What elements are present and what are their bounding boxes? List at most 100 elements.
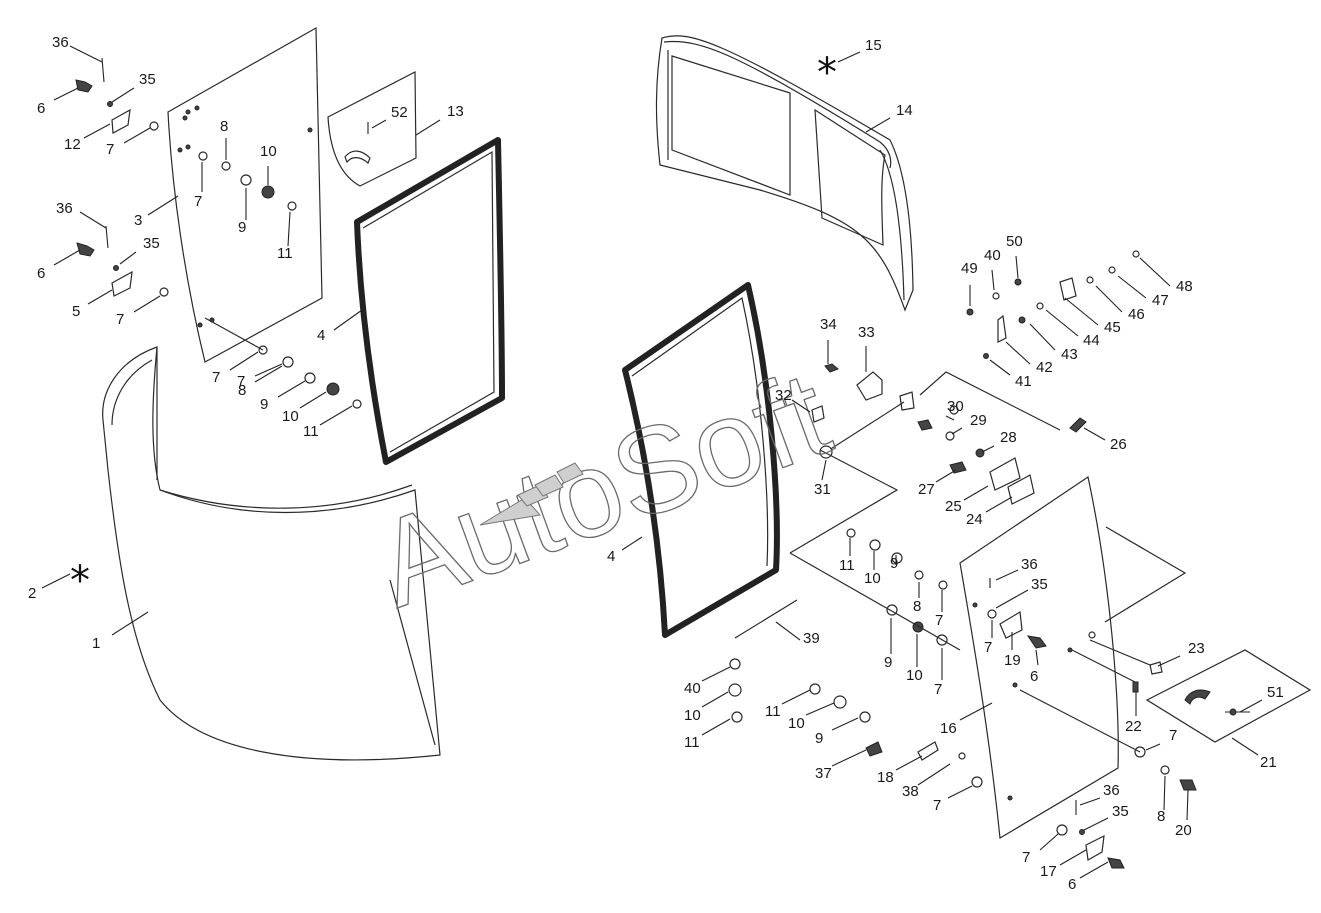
callout-label: 10 (260, 143, 277, 160)
callout-label: 7 (116, 311, 124, 328)
callout-label: 44 (1083, 332, 1100, 349)
watermark: AutoSoft (358, 344, 846, 633)
curved-rear-panel (102, 346, 441, 761)
callout-label: 10 (864, 570, 881, 587)
leader-line (1117, 275, 1147, 299)
callout-label: 7 (194, 193, 202, 210)
callout-label: 10 (788, 715, 805, 732)
leader-line (1064, 297, 1099, 326)
leader-line (963, 485, 989, 501)
leader-line (1083, 427, 1106, 441)
leader-line (805, 702, 835, 716)
leader-line (621, 536, 643, 551)
assembly-guide-lines (204, 317, 1187, 753)
leader-line (951, 427, 963, 435)
callout-label: 23 (1188, 640, 1205, 657)
callout-label: 13 (447, 103, 464, 120)
leader-line (1079, 861, 1109, 879)
callout-label: 3 (134, 212, 142, 229)
callout-label: 35 (143, 235, 160, 252)
leader-line (981, 445, 995, 453)
callout-labels: 1234456666777777777778888999991010101010… (28, 34, 1284, 893)
callout-label: 45 (1104, 319, 1121, 336)
leader-line (133, 295, 161, 313)
leader-line (995, 589, 1029, 609)
callout-label: 11 (765, 703, 781, 720)
leader-line (333, 309, 363, 331)
watermark-text: AutoSoft (359, 345, 845, 633)
leader-line (1145, 743, 1161, 751)
leader-line (69, 45, 103, 63)
callout-label: 19 (1004, 652, 1021, 669)
callout-label: 8 (238, 382, 246, 399)
leader-line (865, 117, 891, 133)
left-door-panel (167, 26, 323, 363)
callout-label: 7 (106, 141, 114, 158)
leader-line (701, 666, 731, 682)
callout-label: 35 (139, 71, 156, 88)
callout-label: 6 (1068, 876, 1076, 893)
leader-line (254, 363, 283, 377)
leader-line (147, 195, 179, 216)
callout-label: 36 (56, 200, 73, 217)
leader-line (959, 702, 993, 721)
leader-line (1059, 849, 1087, 866)
leader-line (1079, 797, 1101, 806)
callout-label: 7 (237, 373, 245, 390)
callout-leaders (41, 45, 1263, 879)
callout-label: 9 (815, 730, 823, 747)
leader-line (87, 289, 113, 305)
leader-line (1231, 737, 1259, 756)
callout-label: 42 (1036, 359, 1053, 376)
callout-label: 39 (803, 630, 820, 647)
handle-plate (1145, 649, 1312, 743)
callout-label: 20 (1175, 822, 1192, 839)
leader-line (1157, 655, 1181, 667)
leader-line (111, 87, 135, 103)
callout-label: 36 (1021, 556, 1038, 573)
leader-line (985, 496, 1013, 513)
leader-line (277, 380, 306, 398)
callout-label: 6 (1030, 668, 1038, 685)
leader-line (41, 573, 71, 589)
callout-label: 11 (839, 557, 855, 574)
callout-label: 32 (775, 387, 792, 404)
callout-label: 2 (28, 585, 36, 602)
callout-label: 16 (940, 720, 957, 737)
leader-line (371, 119, 387, 129)
callout-label: 48 (1176, 278, 1193, 295)
callout-label: 10 (684, 707, 701, 724)
leader-line (991, 269, 995, 291)
leader-line (299, 391, 327, 409)
callout-label: 7 (212, 369, 220, 386)
leader-line (1186, 789, 1189, 821)
leader-line (287, 211, 291, 247)
callout-label: 10 (906, 667, 923, 684)
leader-line (831, 717, 859, 731)
leader-line (821, 459, 827, 481)
leader-line (895, 755, 923, 771)
leader-line (831, 749, 867, 767)
callout-label: 51 (1267, 684, 1284, 701)
callout-label: 1 (92, 635, 100, 652)
callout-label: 52 (391, 104, 408, 121)
leader-line (1015, 255, 1019, 279)
callout-label: 7 (934, 681, 942, 698)
leader-line (53, 249, 81, 266)
callout-label: 14 (896, 102, 913, 119)
callout-label: 36 (1103, 782, 1120, 799)
door-seal-right (622, 282, 780, 638)
callout-label: 41 (1015, 373, 1032, 390)
callout-label: 40 (684, 680, 701, 697)
leader-line (1163, 775, 1166, 811)
small-hardware (75, 57, 1197, 869)
leader-line (319, 405, 353, 426)
callout-label: 37 (815, 765, 832, 782)
callout-label: 8 (220, 118, 228, 135)
callout-label: 7 (1022, 849, 1030, 866)
callout-label: 5 (72, 303, 80, 320)
callout-label: 7 (933, 797, 941, 814)
callout-label: 34 (820, 316, 837, 333)
leader-line (1035, 649, 1039, 666)
